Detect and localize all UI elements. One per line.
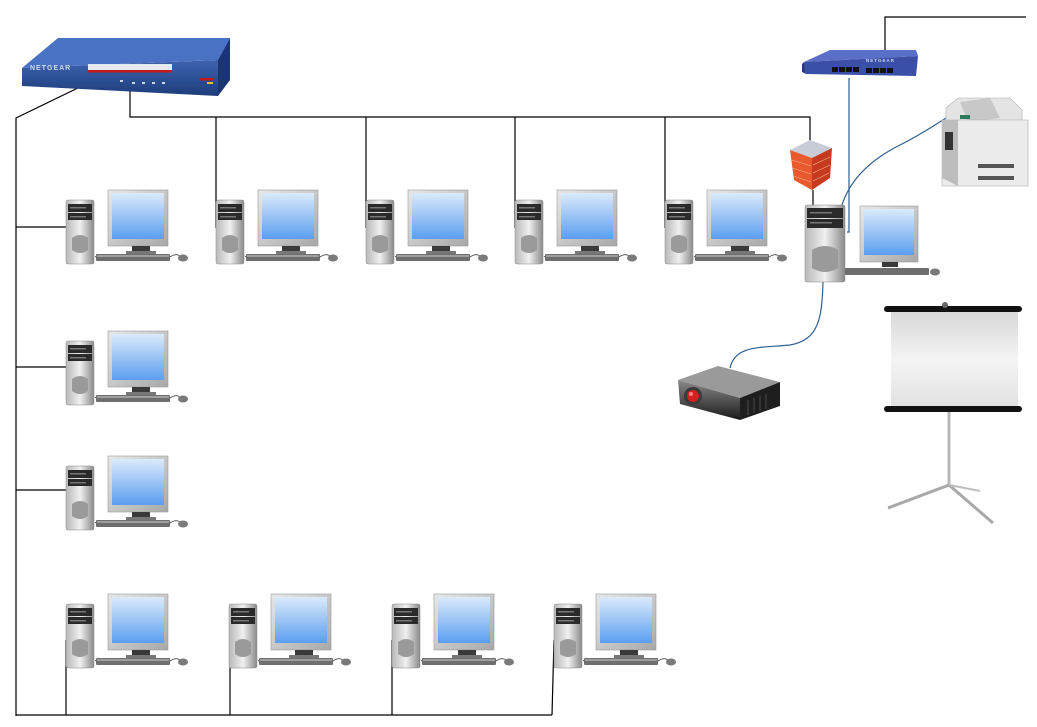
firewall[interactable] (790, 140, 832, 190)
router-brand-label: NETGEAR (30, 65, 71, 72)
workstation-group-top-row (65, 189, 788, 265)
projection-screen[interactable] (884, 302, 1022, 525)
wire-bottom-ws-4 (551, 639, 555, 716)
switch[interactable]: NETGEAR (802, 50, 918, 76)
workstation[interactable] (514, 189, 638, 265)
workstation-group-left-column (65, 330, 189, 531)
workstation[interactable] (553, 593, 677, 669)
workstation[interactable] (215, 189, 339, 265)
cable-switch-server (847, 78, 850, 233)
switch-brand-label: NETGEAR (866, 58, 895, 63)
workstation[interactable] (391, 593, 515, 669)
workstation[interactable] (65, 189, 189, 265)
projector[interactable] (678, 366, 780, 420)
workstation[interactable] (365, 189, 489, 265)
server-workstation[interactable] (804, 204, 940, 283)
wire-router-left-bus (15, 85, 83, 716)
workstation[interactable] (65, 455, 189, 531)
workstation[interactable] (228, 593, 352, 669)
workstation-group-bottom-row (65, 593, 677, 669)
cable-server-projector (729, 281, 824, 369)
cable-server-printer (841, 117, 947, 206)
workstation[interactable] (65, 330, 189, 406)
router[interactable]: NETGEAR (22, 38, 230, 96)
wire-router-top-bus (129, 88, 811, 145)
workstation[interactable] (65, 593, 189, 669)
workstation[interactable] (664, 189, 788, 265)
printer[interactable] (941, 97, 1029, 187)
